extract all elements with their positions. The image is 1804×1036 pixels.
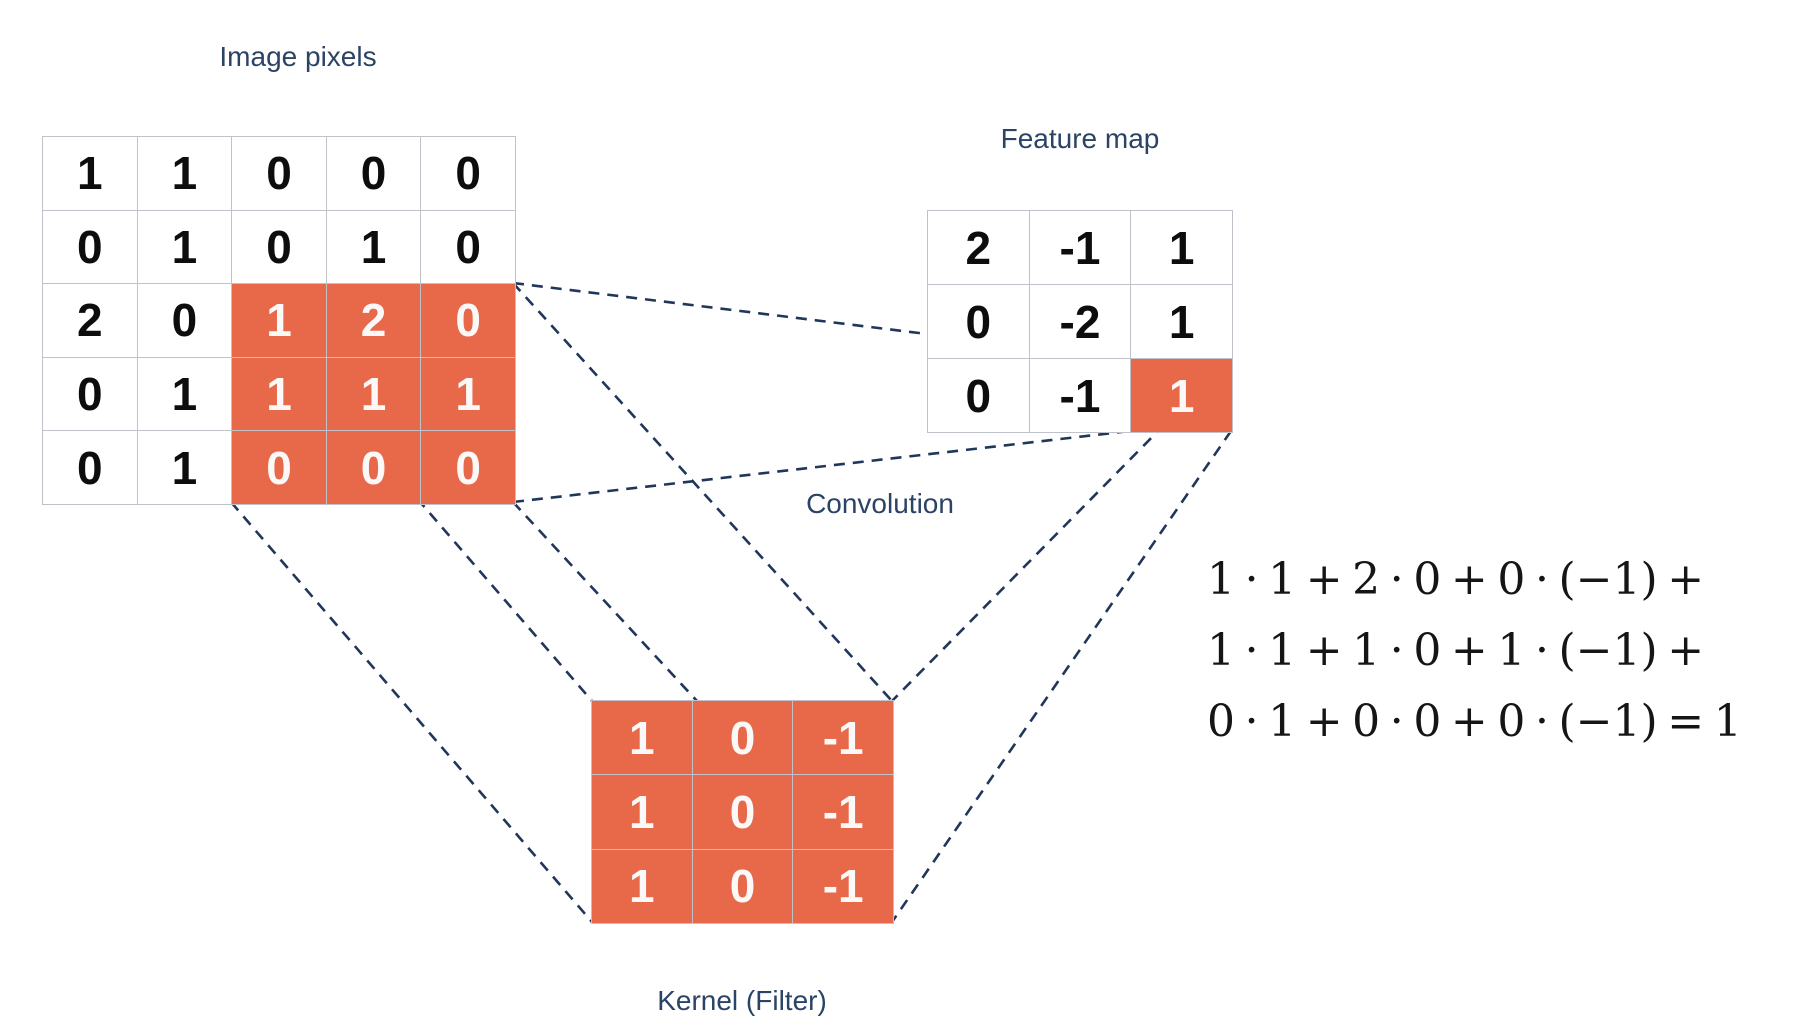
grid-cell: 1 [43, 137, 137, 210]
grid-cell: -1 [793, 775, 893, 849]
equation-line-1: 1 · 1 + 2 · 0 + 0 · (−1) + [1207, 554, 1705, 605]
grid-cell: 0 [43, 210, 137, 284]
grid-cell: 1 [137, 210, 232, 284]
convolution-label: Convolution [806, 488, 954, 519]
grid-cell: -2 [1029, 285, 1131, 358]
grid-cell: 1 [137, 137, 232, 210]
grid-cell: 0 [692, 701, 793, 775]
grid-cell: 1 [137, 431, 232, 504]
grid-cell: 0 [928, 359, 1029, 432]
grid-cell: 0 [421, 284, 515, 357]
grid-cell: 0 [232, 137, 326, 210]
grid-cell: 0 [232, 431, 326, 504]
grid-cell: 1 [232, 357, 326, 431]
grid-cell: 0 [326, 431, 421, 504]
grid-cell: 0 [137, 284, 232, 357]
grid-cell: 0 [232, 210, 326, 284]
grid-cell: 1 [1131, 211, 1232, 284]
image-pixels-title: Image pixels [219, 41, 377, 72]
dash-window-bl-to-kernel-bl [230, 501, 593, 923]
grid-cell: -1 [1029, 211, 1131, 284]
grid-cell: 1 [1131, 359, 1232, 432]
equation-line-3: 0 · 1 + 0 · 0 + 0 · (−1) = 1 [1207, 696, 1742, 747]
grid-cell: 1 [592, 849, 692, 923]
grid-cell: -1 [793, 849, 893, 923]
grid-cell: 1 [326, 357, 421, 431]
grid-cell: 0 [692, 775, 793, 849]
grid-cell: 1 [1131, 285, 1232, 358]
grid-cell: 2 [43, 284, 137, 357]
grid-cell: 1 [326, 210, 421, 284]
grid-cell: 2 [326, 284, 421, 357]
grid-cell: 0 [928, 285, 1029, 358]
kernel-filter-label: Kernel (Filter) [657, 985, 827, 1016]
grid-cell: 2 [928, 211, 1029, 284]
grid-cell: 0 [43, 357, 137, 431]
grid-cell: 0 [421, 137, 515, 210]
grid-cell: 1 [137, 357, 232, 431]
grid-cell: 0 [421, 210, 515, 284]
grid-cell: 0 [326, 137, 421, 210]
dash-window-br-to-kernel-br [512, 501, 698, 702]
grid-cell: 1 [592, 775, 692, 849]
feature-map-title: Feature map [1000, 123, 1160, 154]
grid-cell: 1 [592, 701, 692, 775]
convolution-equation: 1 · 1 + 2 · 0 + 0 · (−1) + 1 · 1 + 1 · 0… [1207, 544, 1742, 757]
equation-line-2: 1 · 1 + 1 · 0 + 1 · (−1) + [1207, 625, 1705, 676]
grid-cell: 1 [232, 284, 326, 357]
grid-cell: 0 [421, 431, 515, 504]
grid-cell: -1 [1029, 359, 1131, 432]
grid-cell: 1 [421, 357, 515, 431]
grid-cell: 0 [692, 849, 793, 923]
grid-cell: -1 [793, 701, 893, 775]
grid-cell: 0 [43, 431, 137, 504]
